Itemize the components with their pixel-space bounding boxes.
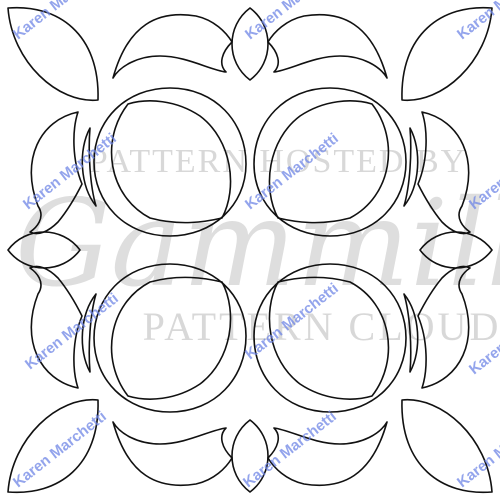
watermark: PATTERN HOSTED BY Gammill PATTERN CLOUD: [15, 143, 500, 349]
large-circle: [93, 87, 247, 237]
corner-leaf: [7, 6, 99, 101]
top-scroll: [112, 13, 233, 79]
left-center-leaf: [7, 231, 81, 269]
watermark-top-line: PATTERN HOSTED BY: [89, 143, 467, 180]
left-scroll: [29, 111, 83, 235]
right-center-leaf: [419, 231, 493, 269]
top-center-leaf: [231, 7, 269, 81]
pattern-quadrant-top-left: [7, 6, 247, 237]
signature-text: Karen Marchetti: [10, 408, 110, 491]
left-crescent: [81, 127, 97, 207]
watermark-bottom-line: PATTERN CLOUD: [143, 304, 500, 349]
signature-text: Karen Marchetti: [10, 0, 110, 43]
signature-text: Karen Marchetti: [454, 0, 500, 43]
signature-text: Karen Marchetti: [454, 408, 500, 491]
watermark-script-logo: Gammill: [15, 175, 500, 314]
signature-text: Karen Marchetti: [242, 0, 342, 43]
bottom-center-leaf: [231, 419, 269, 493]
inner-lemon: [110, 100, 232, 224]
